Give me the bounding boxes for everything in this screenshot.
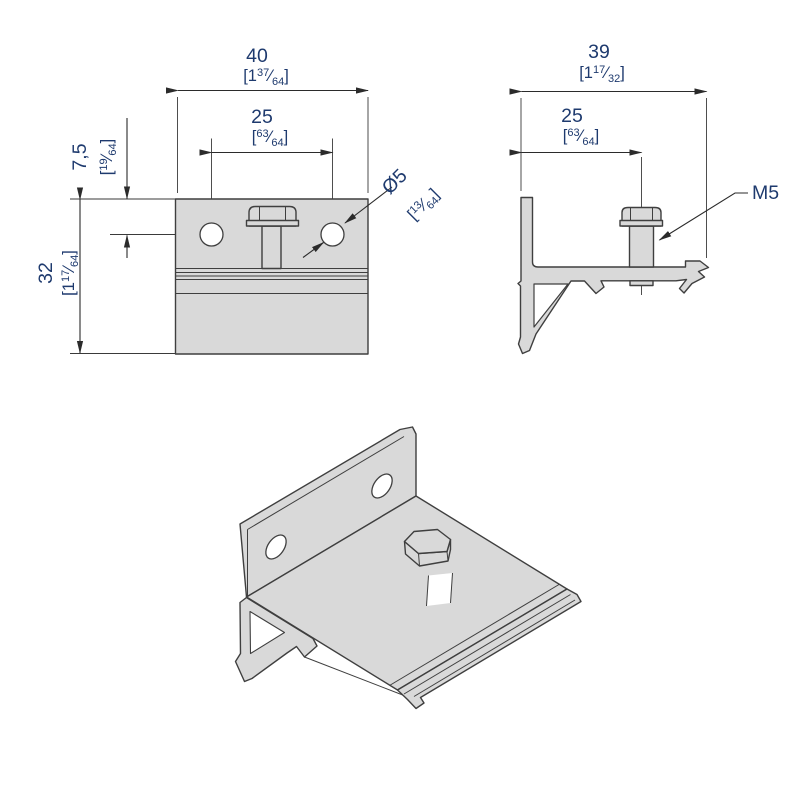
bolt-head-facet-line (446, 551, 449, 562)
front-hole-offset-dimension: 7,5 [19⁄64] (69, 118, 131, 258)
bracket-profile (517, 196, 710, 355)
mounting-hole-right (320, 222, 345, 247)
iso-profile-cavity (249, 610, 286, 655)
front-view-bolt (245, 205, 300, 270)
front-width-dimension: 40 [137⁄64] (166, 45, 369, 94)
bolt-tip (629, 280, 654, 287)
lip-edge-line (403, 594, 571, 695)
shelf-step-line (389, 584, 560, 686)
dimension-inch-value: [19⁄64] (98, 139, 119, 175)
dimension-inch-value: [63⁄64] (252, 128, 288, 149)
dimension-value: 25 (561, 105, 583, 127)
side-view-part (517, 196, 710, 355)
iso-mounting-hole-upper (371, 473, 393, 499)
dimension-inch-value: [137⁄64] (243, 67, 289, 88)
leader-line (658, 192, 748, 241)
front-view-part (174, 198, 369, 355)
side-view: 39 [117⁄32] 25 [63⁄64] M5 (509, 41, 779, 355)
dimension-value: 32 (35, 262, 57, 284)
bolt-shank-edge (426, 575, 429, 607)
dimension-value: 7,5 (69, 143, 91, 170)
dimension-value: 25 (251, 106, 273, 128)
iso-bolt (403, 528, 453, 607)
mounting-hole-left (199, 222, 224, 247)
plate-top-edge-line (247, 436, 405, 530)
iso-mounting-hole-lower (265, 534, 287, 560)
dimension-inch-value: [117⁄32] (579, 64, 625, 85)
isometric-view (234, 426, 582, 710)
bolt-shank (628, 225, 655, 268)
dimension-value: 40 (246, 45, 268, 67)
bolt-head-facet-line (418, 553, 420, 567)
side-depth-dimension: 39 [117⁄32] (509, 41, 708, 95)
profile-cavity (533, 283, 569, 328)
iso-under-edge-line (304, 656, 405, 696)
bolt-shank (261, 225, 282, 270)
dimension-value: 39 (588, 41, 610, 63)
thread-size-text: M5 (752, 182, 779, 204)
side-view-bolt (619, 206, 664, 287)
dimension-inch-value: [117⁄64] (60, 250, 81, 296)
leader-line (344, 186, 393, 224)
bolt-shank-edge (450, 572, 453, 604)
bolt-shank-fill (426, 573, 453, 606)
bolt-thread-label: M5 (658, 182, 779, 241)
dimension-inch-value: [63⁄64] (563, 127, 599, 148)
bolt-head-flange (245, 219, 300, 227)
front-height-dimension: 32 [117⁄64] (35, 187, 84, 354)
lip-edge-line (413, 599, 576, 697)
side-bolt-offset-dimension: 25 [63⁄64] (509, 105, 643, 156)
front-hole-spacing-dimension: 25 [63⁄64] (199, 106, 334, 156)
leader-line (302, 241, 325, 258)
bolt-head-flange (619, 219, 664, 227)
